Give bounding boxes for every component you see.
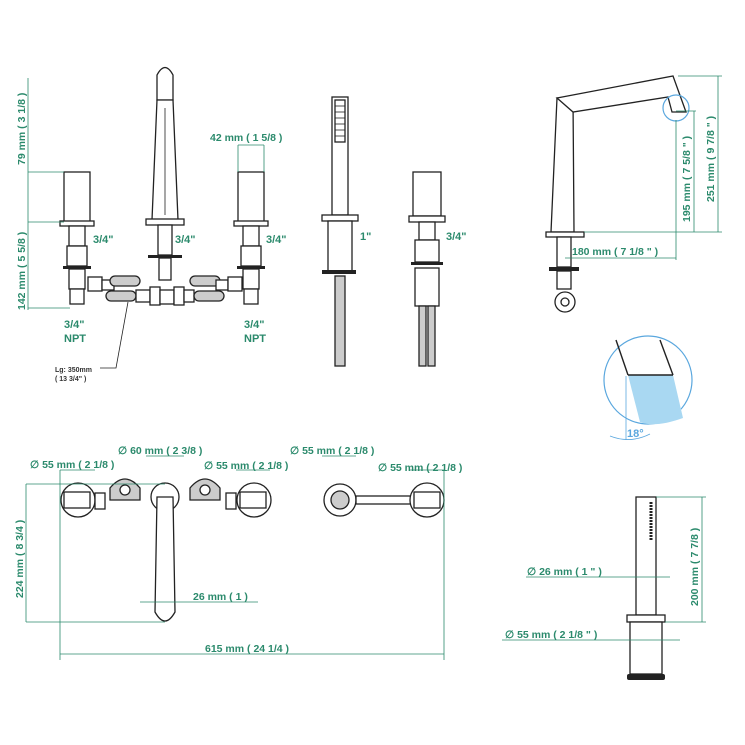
left-connection-type: NPT <box>64 333 86 345</box>
hand-shower-front: 1" <box>321 96 371 367</box>
shower-thread-label: 1" <box>360 231 371 243</box>
left-connection-size: 3/4" <box>64 319 85 331</box>
diverter-front: 3/4" <box>408 171 467 367</box>
right-thread-label: 3/4" <box>266 234 287 246</box>
angle-label: 18° <box>627 428 644 440</box>
front-view: 79 mm ( 3 1/8 ) 142 mm ( 5 5/8 ) 42 mm (… <box>16 66 287 383</box>
handle-width-label: 42 mm ( 1 5/8 ) <box>210 132 282 144</box>
total-height-label: 251 mm ( 9 7/8 " ) <box>705 116 717 202</box>
hand-shower-side: 200 mm ( 7 7/8 ) ∅ 26 mm ( 1 " ) ∅ 55 mm… <box>502 496 706 680</box>
right-connection-size: 3/4" <box>244 319 265 331</box>
spout-width-label: 26 mm ( 1 ) <box>193 591 248 603</box>
reach-label: 180 mm ( 7 1/8 " ) <box>572 246 658 258</box>
center-thread-label: 3/4" <box>175 234 196 246</box>
shower-base-diameter-label: ∅ 55 mm ( 2 1/8 ) <box>290 445 374 457</box>
overall-width-label: 615 mm ( 24 1/4 ) <box>205 643 289 655</box>
right-connection-type: NPT <box>244 333 266 345</box>
height-top-label: 79 mm ( 3 1/8 ) <box>16 93 28 165</box>
right-valve-front <box>233 171 269 305</box>
right-handle-diameter-label: ∅ 55 mm ( 2 1/8 ) <box>204 460 288 472</box>
spout-depth-label: 224 mm ( 8 3/4 ) <box>14 520 26 598</box>
hose-length-label: Lg: 350mm <box>55 367 92 374</box>
spout-diameter-label: ∅ 60 mm ( 2 3/8 ) <box>118 445 202 457</box>
connection-hoses <box>87 275 243 306</box>
shower-height-label: 200 mm ( 7 7/8 ) <box>689 528 701 606</box>
outlet-detail: 18° <box>603 335 693 440</box>
diverter-diameter-label: ∅ 55 mm ( 2 1/8 ) <box>378 462 462 474</box>
left-thread-label: 3/4" <box>93 234 114 246</box>
left-valve-front <box>59 171 95 305</box>
top-view: ∅ 60 mm ( 2 3/8 ) ∅ 55 mm ( 2 1/8 ) ∅ 55… <box>14 445 462 660</box>
diverter-thread-label: 3/4" <box>446 231 467 243</box>
left-handle-diameter-label: ∅ 55 mm ( 2 1/8 ) <box>30 459 114 471</box>
side-view: 195 mm ( 7 5/8 " ) 251 mm ( 9 7/8 " ) 18… <box>545 75 722 440</box>
spout-front <box>145 66 185 281</box>
shower-base-diameter-label: ∅ 55 mm ( 2 1/8 " ) <box>505 629 597 641</box>
shower-handle-diameter-label: ∅ 26 mm ( 1 " ) <box>527 566 602 578</box>
hose-length-inches: ( 13 3/4" ) <box>55 376 86 383</box>
outlet-height-label: 195 mm ( 7 5/8 " ) <box>681 136 693 222</box>
height-bottom-label: 142 mm ( 5 5/8 ) <box>16 232 28 310</box>
